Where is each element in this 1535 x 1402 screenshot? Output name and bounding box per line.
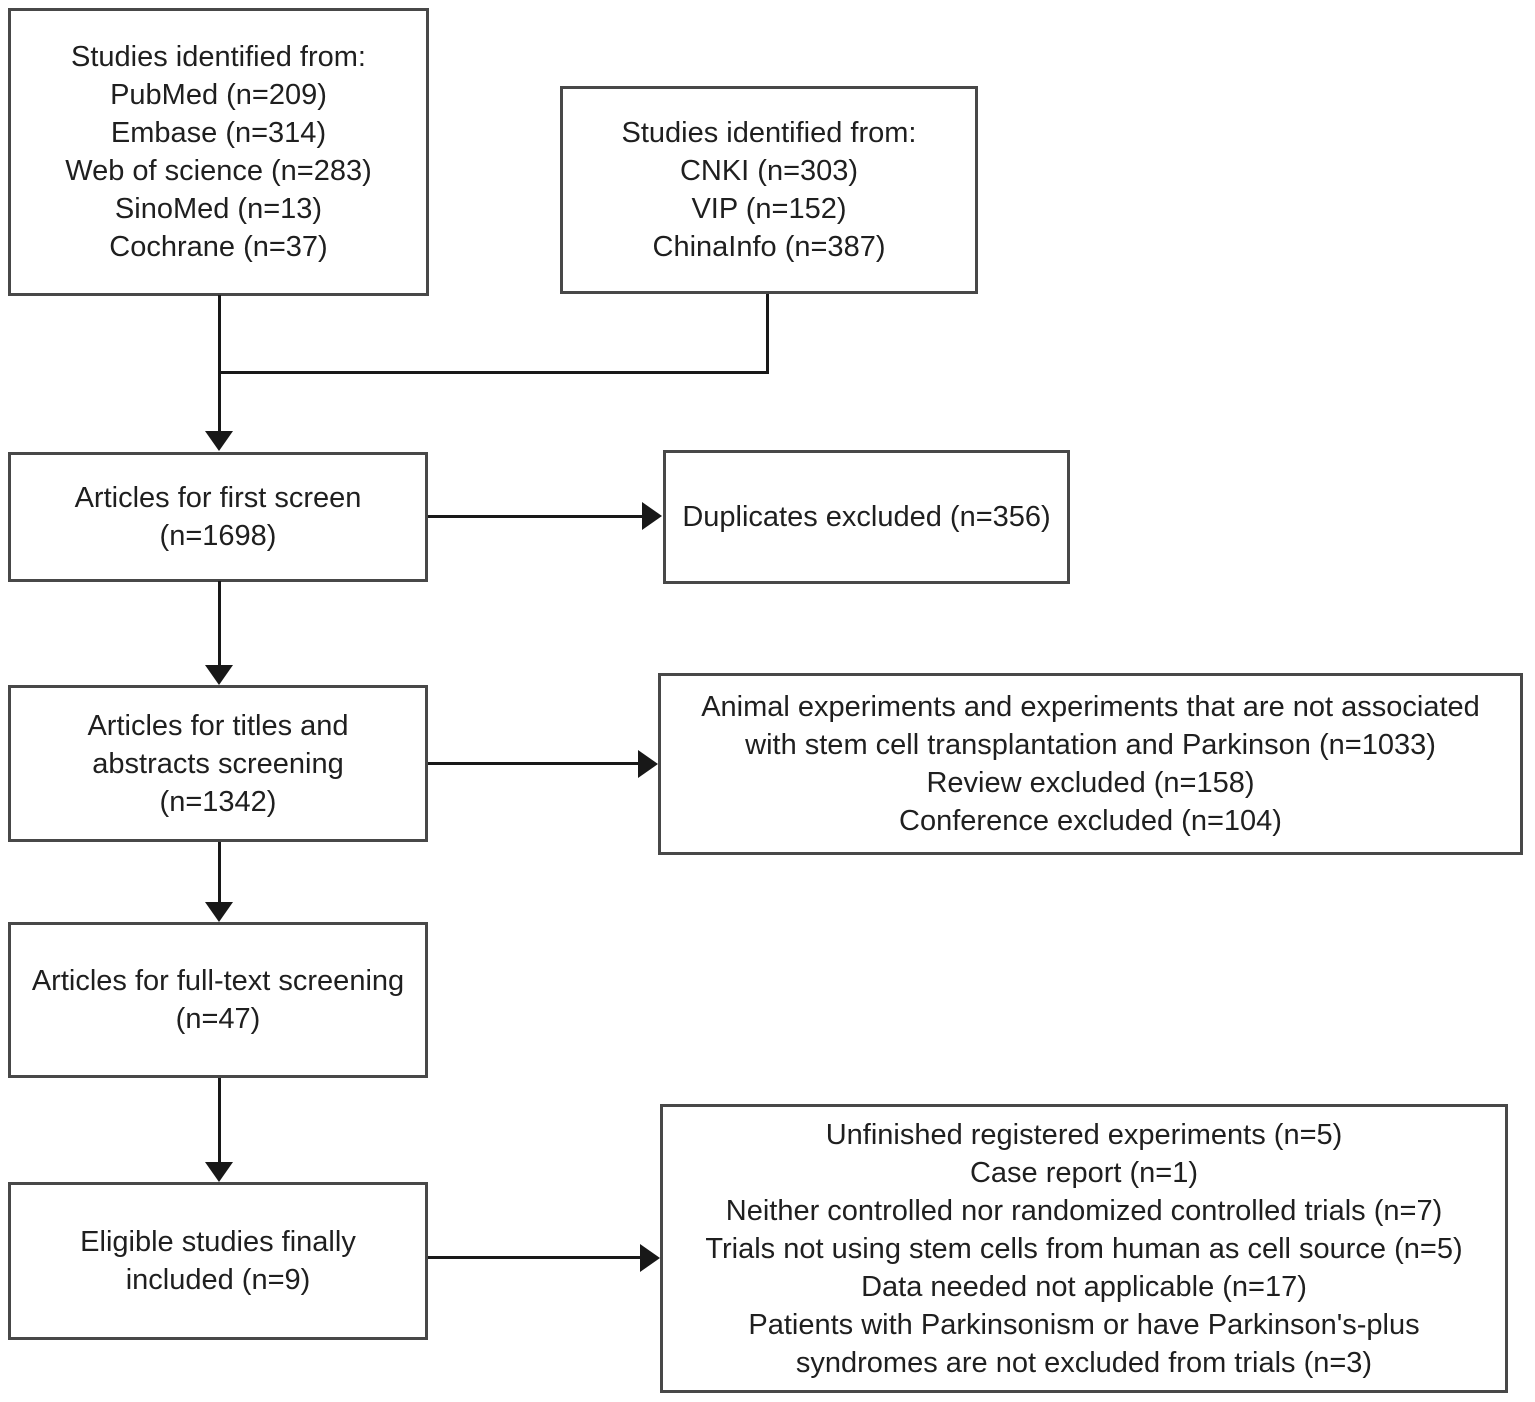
box-full-text-exclusions: Unfinished registered experiments (n=5) … (660, 1104, 1508, 1393)
text-line: Articles for full-text screening (31, 965, 405, 997)
connector-full-text-to-eligible (218, 1078, 221, 1166)
text-line: Web of science (n=283) (65, 155, 372, 187)
text-line: Embase (n=314) (110, 117, 327, 149)
text-line: Cochrane (n=37) (109, 231, 328, 263)
box-title-abstract-exclusions: Animal experiments and experiments that … (658, 673, 1523, 855)
arrowhead-to-first-screen (205, 431, 233, 451)
arrowhead-to-title-abstract-exclusions (638, 750, 658, 778)
text-line: Duplicates excluded (n=356) (682, 501, 1051, 533)
text-line: (n=1698) (159, 520, 277, 552)
connector-sources-merge-horizontal (218, 371, 769, 374)
connector-first-screen-to-title-abstract (218, 581, 221, 668)
connector-first-screen-to-duplicates (428, 515, 644, 518)
text-line: Conference excluded (n=104) (899, 805, 1282, 837)
box-full-text-screening: Articles for full-text screening (n=47) (8, 922, 428, 1078)
text-line: Eligible studies finally (80, 1226, 356, 1258)
text-line: Data needed not applicable (n=17) (861, 1270, 1307, 1303)
text-line: Studies identified from: (71, 41, 366, 73)
text-line: Trials not using stem cells from human a… (705, 1232, 1463, 1265)
text-line: included (n=9) (125, 1264, 311, 1296)
text-line: syndromes are not excluded from trials (… (795, 1346, 1373, 1379)
text-line: Case report (n=1) (969, 1156, 1199, 1189)
text-line: (n=47) (175, 1003, 261, 1035)
text-line: CNKI (n=303) (679, 155, 859, 187)
arrowhead-to-full-text-exclusions (640, 1244, 660, 1272)
box-sources-chinese: Studies identified from: CNKI (n=303) VI… (560, 86, 978, 294)
text-line: Unfinished registered experiments (n=5) (825, 1118, 1343, 1151)
text-line: Animal experiments and experiments that … (701, 691, 1480, 723)
text-line: VIP (n=152) (691, 193, 847, 225)
box-duplicates-excluded: Duplicates excluded (n=356) (663, 450, 1070, 584)
text-line: Articles for first screen (74, 482, 362, 514)
connector-sources-right-drop (766, 294, 769, 374)
connector-title-abstract-to-exclusions (428, 762, 640, 765)
connector-merge-to-first-screen (218, 371, 221, 435)
arrowhead-to-title-abstract (205, 665, 233, 685)
connector-sources-left-drop (218, 295, 221, 374)
connector-title-abstract-to-full-text (218, 842, 221, 906)
text-line: ChinaInfo (n=387) (652, 231, 886, 263)
text-line: (n=1342) (159, 785, 277, 818)
text-line: SinoMed (n=13) (114, 193, 323, 225)
text-line: PubMed (n=209) (110, 79, 327, 111)
text-line: Studies identified from: (621, 117, 917, 149)
box-sources-international: Studies identified from: PubMed (n=209) … (8, 8, 429, 296)
arrowhead-to-full-text (205, 902, 233, 922)
text-line: with stem cell transplantation and Parki… (745, 729, 1436, 761)
text-line: abstracts screening (92, 747, 344, 780)
box-first-screen: Articles for first screen (n=1698) (8, 452, 428, 582)
box-eligible-included: Eligible studies finally included (n=9) (8, 1182, 428, 1340)
text-line: Articles for titles and (87, 709, 349, 742)
arrowhead-to-duplicates (642, 502, 662, 530)
connector-eligible-to-exclusions (428, 1256, 642, 1259)
text-line: Neither controlled nor randomized contro… (725, 1194, 1443, 1227)
text-line: Patients with Parkinsonism or have Parki… (748, 1308, 1420, 1341)
box-title-abstract-screening: Articles for titles and abstracts screen… (8, 685, 428, 842)
text-line: Review excluded (n=158) (926, 767, 1255, 799)
arrowhead-to-eligible (205, 1162, 233, 1182)
